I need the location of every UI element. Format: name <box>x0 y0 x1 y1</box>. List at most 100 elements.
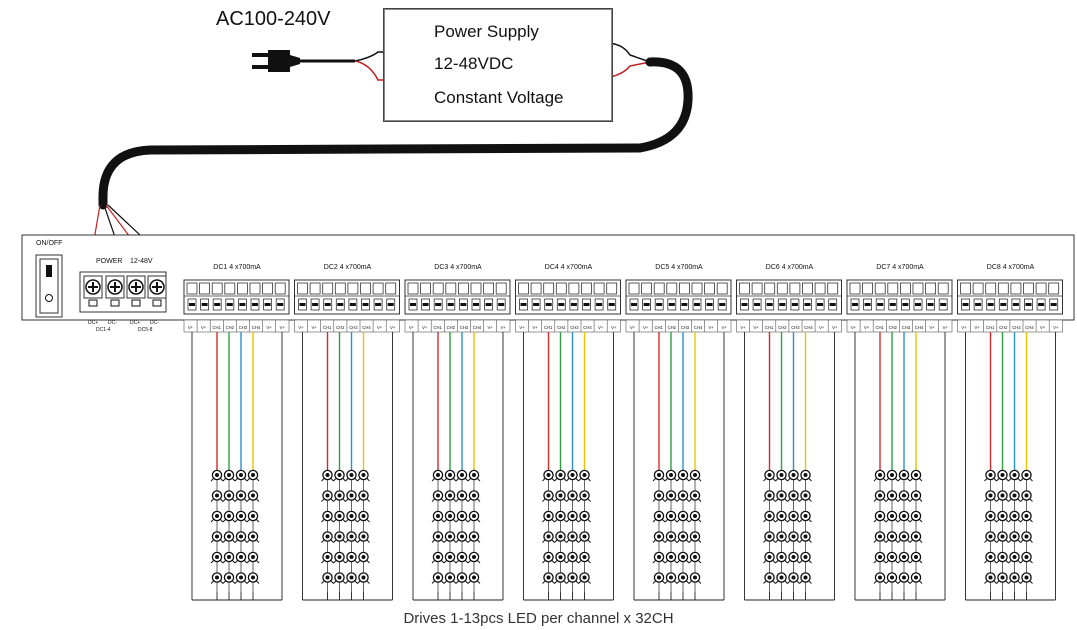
led-icon <box>775 531 788 543</box>
led-icon <box>234 490 248 502</box>
led-icon <box>664 572 678 584</box>
led-icon <box>1020 490 1033 502</box>
led-icon <box>321 572 334 584</box>
led-icon <box>554 551 567 564</box>
power-screw-icon <box>83 275 103 307</box>
led-icon <box>984 572 997 584</box>
led-icon <box>578 469 591 482</box>
power-screw-icon <box>105 275 125 307</box>
led-icon <box>652 469 666 482</box>
led-icon <box>885 490 899 502</box>
port-label: CH4 <box>251 325 261 330</box>
led-icon <box>566 531 579 543</box>
port-label: CH2 <box>557 325 566 330</box>
led-icon <box>1008 510 1021 523</box>
power-terminal-neg-2: DC- <box>150 320 159 326</box>
led-icon <box>897 572 911 584</box>
led-icon <box>775 469 788 482</box>
led-icon <box>873 551 887 564</box>
led-icon <box>443 510 457 523</box>
led-icon <box>578 572 591 584</box>
led-icon <box>688 531 702 543</box>
led-icon <box>763 531 776 543</box>
led-icon <box>1008 490 1021 502</box>
led-icon <box>909 551 923 564</box>
led-icon <box>542 572 555 584</box>
led-icon <box>787 510 800 523</box>
led-icon <box>554 490 567 502</box>
led-icon <box>688 490 702 502</box>
led-icon <box>1020 469 1033 482</box>
led-icon <box>1020 510 1033 523</box>
led-icon <box>578 551 591 564</box>
power-terminal-neg-1: DC- <box>108 320 117 326</box>
led-icon <box>909 469 923 482</box>
led-icon <box>873 490 887 502</box>
port-label: V+ <box>187 325 194 330</box>
ac-wire-black <box>354 51 395 62</box>
led-icon <box>333 572 346 584</box>
led-icon <box>566 572 579 584</box>
led-icon <box>357 551 370 564</box>
led-icon <box>234 531 248 543</box>
port-label: V+ <box>390 325 396 330</box>
channel-group-title: DC8 4 x700mA <box>986 264 1035 271</box>
port-label: CH1 <box>543 325 553 330</box>
led-icon <box>996 572 1009 584</box>
led-icon <box>234 572 248 584</box>
led-icon <box>763 572 776 584</box>
port-label: V+ <box>629 325 636 330</box>
channel-group-title: DC3 4 x700mA <box>434 264 482 271</box>
led-icon <box>455 490 469 502</box>
led-icon <box>775 572 788 584</box>
switch-label: ON/OFF <box>36 240 63 247</box>
led-icon <box>210 531 224 543</box>
led-icon <box>455 469 469 482</box>
channel-group <box>625 279 732 601</box>
led-icon <box>1020 551 1033 564</box>
led-icon <box>345 572 358 584</box>
port-label: CH2 <box>778 325 787 330</box>
led-icon <box>333 531 346 543</box>
led-icon <box>210 551 224 564</box>
led-icon <box>996 469 1009 482</box>
port-label: CH3 <box>791 325 800 330</box>
led-icon <box>787 531 800 543</box>
led-icon <box>321 531 334 543</box>
led-icon <box>467 551 481 564</box>
led-icon <box>996 510 1009 523</box>
port-label: V+ <box>1053 325 1059 330</box>
led-icon <box>566 469 579 482</box>
port-label: V+ <box>942 325 948 330</box>
led-icon <box>799 551 812 564</box>
port-label: V+ <box>708 325 714 330</box>
port-label: V+ <box>961 325 967 330</box>
led-icon <box>246 490 260 502</box>
psu-voltage: 12-48VDC <box>434 54 514 73</box>
led-icon <box>234 510 248 523</box>
led-icon <box>676 572 690 584</box>
channel-group-title: DC1 4 x700mA <box>213 264 261 271</box>
led-icon <box>542 551 555 564</box>
port-label: V+ <box>311 325 317 330</box>
led-icon <box>676 551 690 564</box>
led-icon <box>909 510 923 523</box>
led-icon <box>210 490 224 502</box>
channel-group-title: DC6 4 x700mA <box>765 264 814 271</box>
port-label: CH3 <box>349 325 358 330</box>
power-terminal-range-1: DC1-4 <box>96 327 111 333</box>
port-label: CH3 <box>680 325 690 330</box>
led-icon <box>799 469 812 482</box>
led-icon <box>222 572 236 584</box>
led-icon <box>321 551 334 564</box>
led-icon <box>984 531 997 543</box>
channel-group-title: DC5 4 x700mA <box>655 264 703 271</box>
led-icon <box>554 572 567 584</box>
led-icon <box>1008 469 1021 482</box>
port-label: V+ <box>642 325 649 330</box>
led-icon <box>357 510 370 523</box>
led-icon <box>210 469 224 482</box>
caption: Drives 1-13pcs LED per channel x 32CH <box>403 610 674 627</box>
port-label: V+ <box>611 325 617 330</box>
